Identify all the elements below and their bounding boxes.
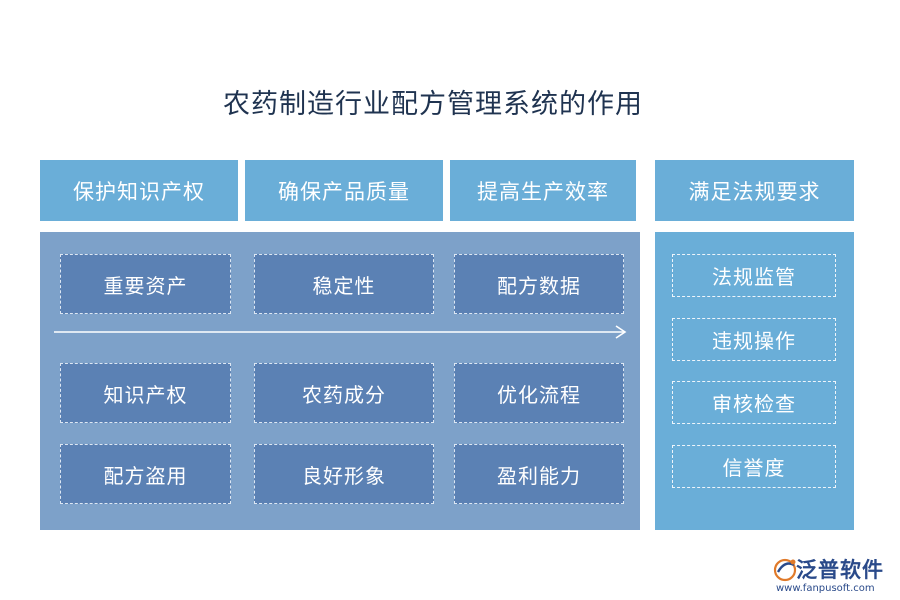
header-improve-efficiency: 提高生产效率 [450,160,636,221]
cell-violation-operation: 违规操作 [672,318,836,361]
cell-stability: 稳定性 [254,254,434,314]
header-meet-regulations: 满足法规要求 [655,160,854,221]
cell-pesticide-ingredients: 农药成分 [254,363,434,423]
cell-optimize-process: 优化流程 [454,363,624,423]
cell-formula-theft: 配方盗用 [60,444,231,504]
page-title: 农药制造行业配方管理系统的作用 [223,89,643,120]
cell-formula-data: 配方数据 [454,254,624,314]
cell-profitability: 盈利能力 [454,444,624,504]
right-panel: 法规监管 违规操作 审核检查 信誉度 [655,232,854,530]
cell-good-image: 良好形象 [254,444,434,504]
fanpu-logo-icon [773,558,797,582]
header-protect-ip: 保护知识产权 [40,160,238,221]
logo-url: www.fanpusoft.com [776,583,875,594]
right-arrow-icon [54,325,627,339]
cell-audit-inspection: 审核检查 [672,381,836,424]
header-ensure-quality: 确保产品质量 [245,160,443,221]
cell-regulatory-supervision: 法规监管 [672,254,836,297]
brand-logo: 泛普软件 www.fanpusoft.com [772,552,892,596]
left-panel: 重要资产 稳定性 配方数据 知识产权 农药成分 优化流程 配方盗用 良好形象 盈… [40,232,640,530]
cell-important-asset: 重要资产 [60,254,231,314]
logo-name: 泛普软件 [796,558,884,582]
cell-intellectual-property: 知识产权 [60,363,231,423]
cell-reputation: 信誉度 [672,445,836,488]
